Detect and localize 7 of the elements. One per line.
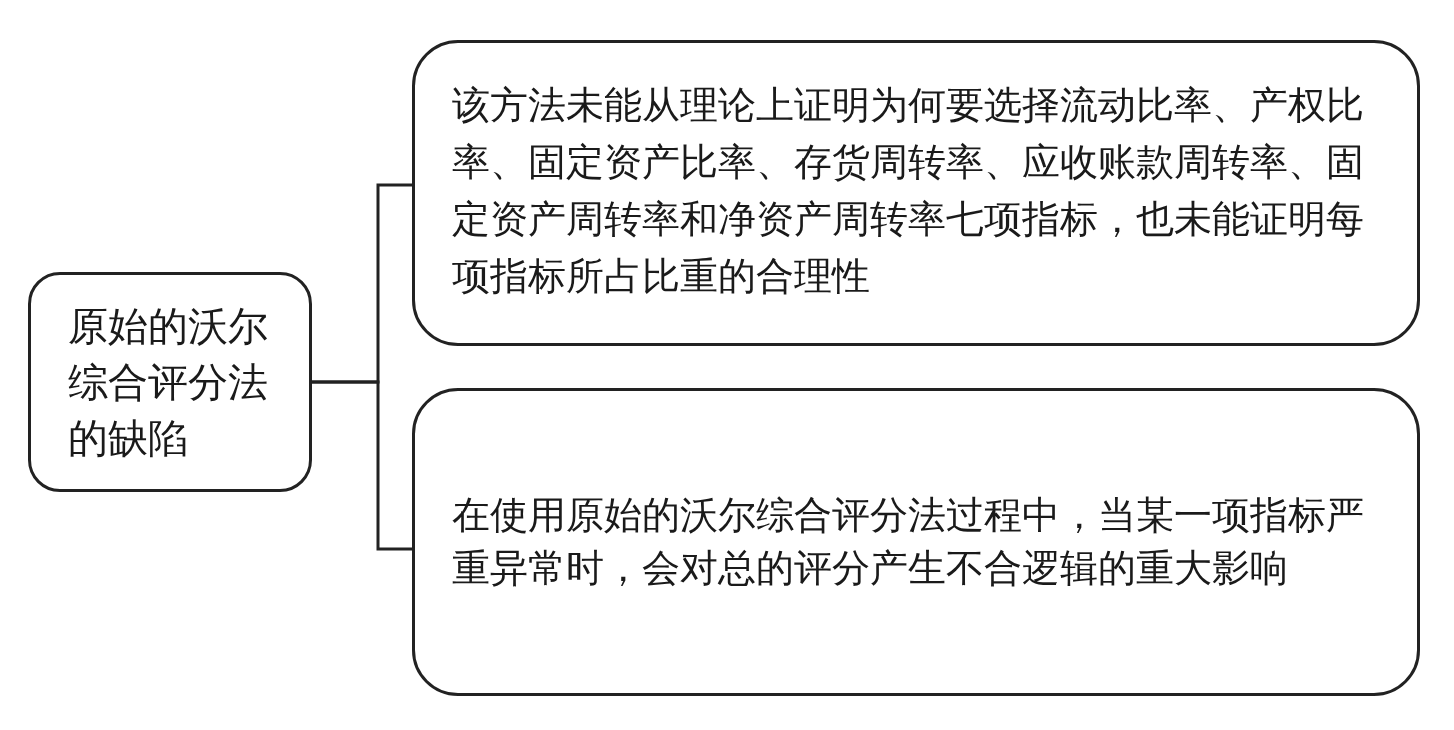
box-body-text: 该方法未能从理论上证明为何要选择流动比率、产权比率、固定资产比率、存货周转率、应收账款周转率、固定资产周转率和净资产周转率七项指标，也未能证明每项指标所占比重的合理性 [452,82,1365,300]
rounded-box [28,272,312,492]
connector-line [312,380,412,551]
box-body-text: 在使用原始的沃尔综合评分法过程中，当某一项指标严重异常时，会对总的评分产生不合逻辑的重大影响 [452,491,1365,592]
box-heading-text: 原始的沃尔综合评分法的缺陷 [68,302,269,463]
rounded-box [412,388,1420,696]
rounded-box [412,40,1420,346]
